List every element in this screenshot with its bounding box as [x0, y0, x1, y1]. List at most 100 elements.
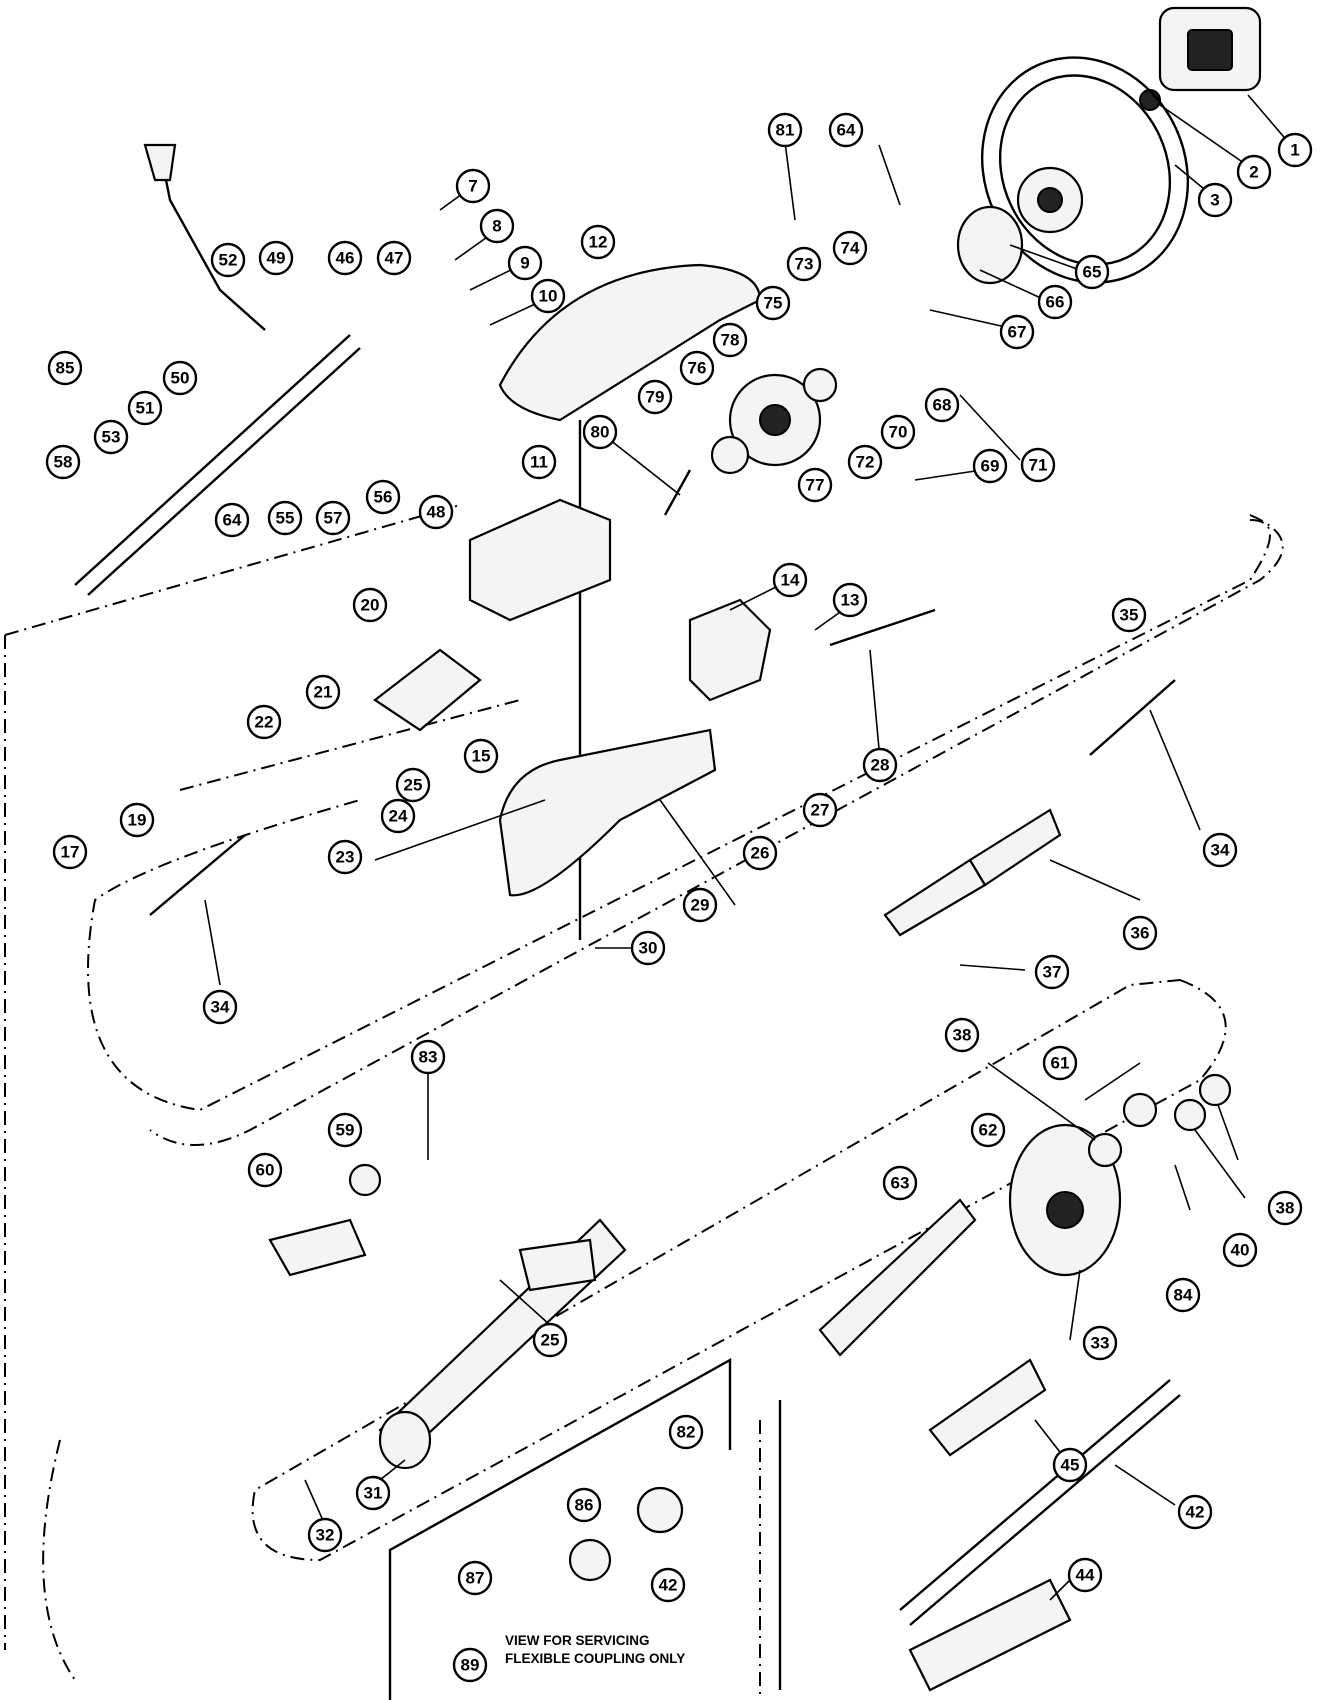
- callout-58: 58: [45, 444, 81, 480]
- callout-70: 70: [880, 414, 916, 450]
- callout-29: 29: [682, 887, 718, 923]
- svg-text:40: 40: [1231, 1241, 1250, 1260]
- svg-text:77: 77: [806, 476, 825, 495]
- flex-coupling-86: [568, 1538, 612, 1582]
- callout-25-lower: 25: [532, 1322, 568, 1358]
- svg-text:82: 82: [677, 1423, 696, 1442]
- bushing-59: [348, 1163, 382, 1197]
- svg-text:89: 89: [461, 1656, 480, 1675]
- callout-23: 23: [327, 839, 363, 875]
- svg-text:7: 7: [468, 177, 477, 196]
- cancel-cam: [956, 205, 1024, 285]
- callout-67: 67: [999, 314, 1035, 350]
- steering-wheel-rim-inner: [998, 74, 1172, 266]
- svg-text:50: 50: [171, 369, 190, 388]
- callout-68: 68: [924, 387, 960, 423]
- svg-text:48: 48: [427, 503, 446, 522]
- callout-27: 27: [802, 792, 838, 828]
- callout-30: 30: [630, 930, 666, 966]
- svg-text:87: 87: [466, 1569, 485, 1588]
- svg-text:19: 19: [128, 811, 147, 830]
- callout-82: 82: [668, 1414, 704, 1450]
- turn-signal-lever: [829, 608, 936, 647]
- svg-text:62: 62: [979, 1121, 998, 1140]
- callout-71: 71: [1020, 447, 1056, 483]
- svg-text:42: 42: [1186, 1503, 1205, 1522]
- callout-25-upper: 25: [395, 767, 431, 803]
- callout-26: 26: [742, 835, 778, 871]
- svg-text:3: 3: [1210, 191, 1219, 210]
- callout-87: 87: [457, 1560, 493, 1596]
- svg-text:31: 31: [364, 1484, 383, 1503]
- callout-75: 75: [755, 285, 791, 321]
- svg-text:56: 56: [374, 488, 393, 507]
- callout-52: 52: [210, 242, 246, 278]
- svg-text:34: 34: [211, 998, 230, 1017]
- callout-36: 36: [1122, 915, 1158, 951]
- callout-79: 79: [637, 379, 673, 415]
- bearing-72: [802, 367, 838, 403]
- svg-text:86: 86: [575, 1496, 594, 1515]
- svg-text:29: 29: [691, 896, 710, 915]
- callout-76: 76: [679, 350, 715, 386]
- callout-73: 73: [786, 246, 822, 282]
- callout-65: 65: [1074, 254, 1110, 290]
- callout-10: 10: [530, 278, 566, 314]
- svg-text:65: 65: [1083, 263, 1102, 282]
- callout-56: 56: [365, 479, 401, 515]
- svg-text:33: 33: [1091, 1334, 1110, 1353]
- callout-62: 62: [970, 1112, 1006, 1148]
- shift-lever-bracket: [268, 1218, 367, 1277]
- callout-51: 51: [127, 390, 163, 426]
- callout-46: 46: [327, 240, 363, 276]
- svg-text:12: 12: [589, 233, 608, 252]
- lock-cylinder-housing: [373, 648, 482, 732]
- callout-24: 24: [380, 798, 416, 834]
- column-housing: [468, 498, 612, 622]
- callout-81: 81: [767, 112, 803, 148]
- callout-89: 89: [452, 1647, 488, 1683]
- svg-text:73: 73: [795, 255, 814, 274]
- callout-74: 74: [832, 230, 868, 266]
- callout-57: 57: [315, 500, 351, 536]
- svg-text:83: 83: [419, 1048, 438, 1067]
- svg-text:69: 69: [981, 457, 1000, 476]
- callout-64-top: 64: [828, 112, 864, 148]
- svg-text:27: 27: [811, 801, 830, 820]
- callout-20: 20: [352, 587, 388, 623]
- callout-38-mid: 38: [944, 1017, 980, 1053]
- group-outlines: [4, 504, 1284, 1695]
- svg-text:75: 75: [764, 294, 783, 313]
- callout-45: 45: [1052, 1447, 1088, 1483]
- svg-text:15: 15: [472, 747, 491, 766]
- svg-text:22: 22: [255, 713, 274, 732]
- retainer-40: [1173, 1098, 1207, 1132]
- svg-text:11: 11: [530, 453, 548, 472]
- shroud-lower: [498, 728, 717, 897]
- steering-shaft: [899, 1379, 1171, 1611]
- lower-shroud: [908, 1578, 1072, 1692]
- callout-83: 83: [410, 1039, 446, 1075]
- shift-tube-left: [149, 834, 246, 916]
- callout-12: 12: [580, 224, 616, 260]
- callout-22: 22: [246, 704, 282, 740]
- parts: [74, 6, 1262, 1692]
- svg-text:13: 13: [841, 591, 860, 610]
- callout-21: 21: [305, 674, 341, 710]
- svg-text:44: 44: [1076, 1566, 1095, 1585]
- shift-tube-right: [1089, 679, 1176, 756]
- svg-text:84: 84: [1174, 1286, 1193, 1305]
- svg-text:21: 21: [314, 683, 333, 702]
- svg-text:38: 38: [1276, 1199, 1295, 1218]
- svg-text:24: 24: [389, 807, 408, 826]
- callout-9: 9: [507, 245, 543, 281]
- svg-text:1: 1: [1290, 141, 1299, 160]
- inset-frame: [388, 1357, 782, 1700]
- svg-text:30: 30: [639, 939, 658, 958]
- callout-63: 63: [882, 1165, 918, 1201]
- callout-31: 31: [355, 1475, 391, 1511]
- svg-text:42: 42: [659, 1576, 678, 1595]
- callout-61: 61: [1042, 1045, 1078, 1081]
- callout-60: 60: [247, 1152, 283, 1188]
